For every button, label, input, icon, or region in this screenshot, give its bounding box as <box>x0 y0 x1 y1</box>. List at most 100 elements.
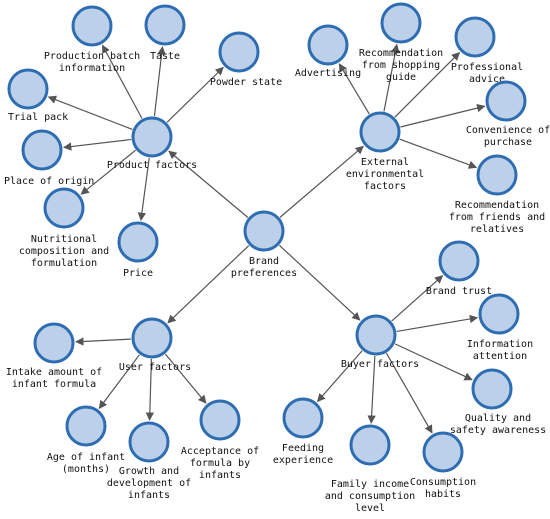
group-node-product-circle <box>131 116 173 158</box>
edge-user-to-growth-development <box>145 358 155 421</box>
factor-node-age-of-infant-circle <box>65 405 107 447</box>
group-node-user-label: User factors <box>119 362 191 373</box>
center-node-brand-preferences-label-line: Brand <box>249 256 279 267</box>
edge-user-to-intake-amount <box>75 337 132 346</box>
factor-node-advertising-label-line: Advertising <box>295 68 361 79</box>
factor-node-information-attention-label-line: attention <box>473 351 527 362</box>
factor-node-advertising: Advertising <box>295 24 361 79</box>
factor-node-friends-relatives-label-line: relatives <box>470 224 524 235</box>
factor-node-shopping-guide-label-line: from shopping <box>362 60 440 71</box>
factor-node-production-batch-circle <box>71 5 113 47</box>
edge-product-to-powder-state <box>166 66 224 123</box>
edge-external-to-friends-relatives <box>399 138 478 169</box>
group-node-product-label: Product factors <box>107 160 197 171</box>
group-node-user-label-line: User factors <box>119 362 191 373</box>
factor-node-production-batch-label-line: Production batch <box>44 51 140 62</box>
factor-node-shopping-guide-label-line: guide <box>386 72 416 83</box>
edge-external-to-shopping-guide <box>383 43 400 112</box>
edge-buyer-to-feeding-experience <box>316 350 363 403</box>
group-node-external-label-line: External <box>361 157 409 168</box>
factor-node-trial-pack-circle <box>7 68 49 110</box>
factor-node-convenience-label-line: purchase <box>484 137 532 148</box>
factor-node-price: Price <box>117 221 159 279</box>
factor-node-professional-advice-label-line: advice <box>469 74 505 85</box>
factor-node-powder-state-label-line: Powder state <box>210 77 282 88</box>
factor-node-powder-state-circle <box>218 31 260 73</box>
factor-node-trial-pack-label-line: Trial pack <box>8 112 68 123</box>
factor-node-shopping-guide-circle <box>380 2 422 44</box>
group-node-external-circle <box>359 111 401 153</box>
factor-node-feeding-experience-label-line: Feeding <box>282 443 324 454</box>
factor-node-feeding-experience-label-line: experience <box>273 455 333 466</box>
factor-node-friends-relatives-label-line: from friends and <box>449 212 545 223</box>
factor-node-growth-development-circle <box>128 421 170 463</box>
factor-node-age-of-infant-label-line: (months) <box>62 464 110 475</box>
factor-node-age-of-infant: Age of infant(months) <box>47 405 125 475</box>
factor-node-information-attention-circle <box>478 293 520 335</box>
factor-node-price-label-line: Price <box>123 268 153 279</box>
edge-user-to-acceptance <box>164 353 207 404</box>
factor-node-intake-amount-circle <box>33 322 75 364</box>
factor-node-acceptance-circle <box>199 399 241 441</box>
factor-node-taste-label: Taste <box>150 51 180 62</box>
factor-node-growth-development-label-line: infants <box>128 490 170 501</box>
factor-node-taste-circle <box>144 4 186 46</box>
factor-node-brand-trust-circle <box>438 240 480 282</box>
factor-node-place-of-origin-label-line: Place of origin <box>4 176 94 187</box>
group-node-external-label-line: factors <box>364 181 406 192</box>
factor-node-powder-state: Powder state <box>210 31 282 88</box>
factor-node-shopping-guide-label-line: Recommendation <box>359 48 443 59</box>
edge-product-to-place-of-origin <box>63 138 132 151</box>
factor-node-place-of-origin: Place of origin <box>4 129 94 187</box>
factor-node-price-label: Price <box>123 268 153 279</box>
center-node-brand-preferences-circle <box>243 210 285 252</box>
factor-node-acceptance-label-line: infants <box>199 470 241 481</box>
factor-node-production-batch-label-line: information <box>59 63 125 74</box>
factor-node-age-of-infant-label-line: Age of infant <box>47 452 125 463</box>
factor-node-family-income-label-line: and consumption <box>325 491 415 502</box>
factor-node-quality-safety-circle <box>471 368 513 410</box>
edge-buyer-to-quality-safety <box>394 343 473 381</box>
group-node-buyer-label-line: Buyer factors <box>341 359 419 370</box>
factor-node-quality-safety-label-line: safety awareness <box>450 425 546 436</box>
edge-center-to-buyer <box>278 244 361 321</box>
factor-node-age-of-infant-label: Age of infant(months) <box>47 452 125 475</box>
factor-node-quality-safety-label-line: Quality and <box>465 413 531 424</box>
factor-node-family-income-circle <box>349 424 391 466</box>
edge-external-to-advertising <box>338 63 370 115</box>
factor-node-information-attention-label-line: Information <box>467 339 533 350</box>
factor-node-taste-label-line: Taste <box>150 51 180 62</box>
factor-node-convenience-circle <box>485 80 527 122</box>
edge-external-to-professional-advice <box>394 51 461 118</box>
group-node-user: User factors <box>119 317 191 373</box>
factor-node-acceptance-label-line: formula by <box>190 458 250 469</box>
factor-node-family-income-label-line: Family income <box>331 479 409 490</box>
edge-buyer-to-family-income <box>367 355 376 424</box>
edge-product-to-taste <box>153 46 166 117</box>
factor-node-professional-advice-circle <box>454 16 496 58</box>
factor-node-brand-trust-label: Brand trust <box>426 286 492 297</box>
factor-node-family-income-label-line: level <box>355 503 385 514</box>
group-node-buyer-circle <box>355 314 397 356</box>
factor-node-nutritional-composition-circle <box>43 187 85 229</box>
